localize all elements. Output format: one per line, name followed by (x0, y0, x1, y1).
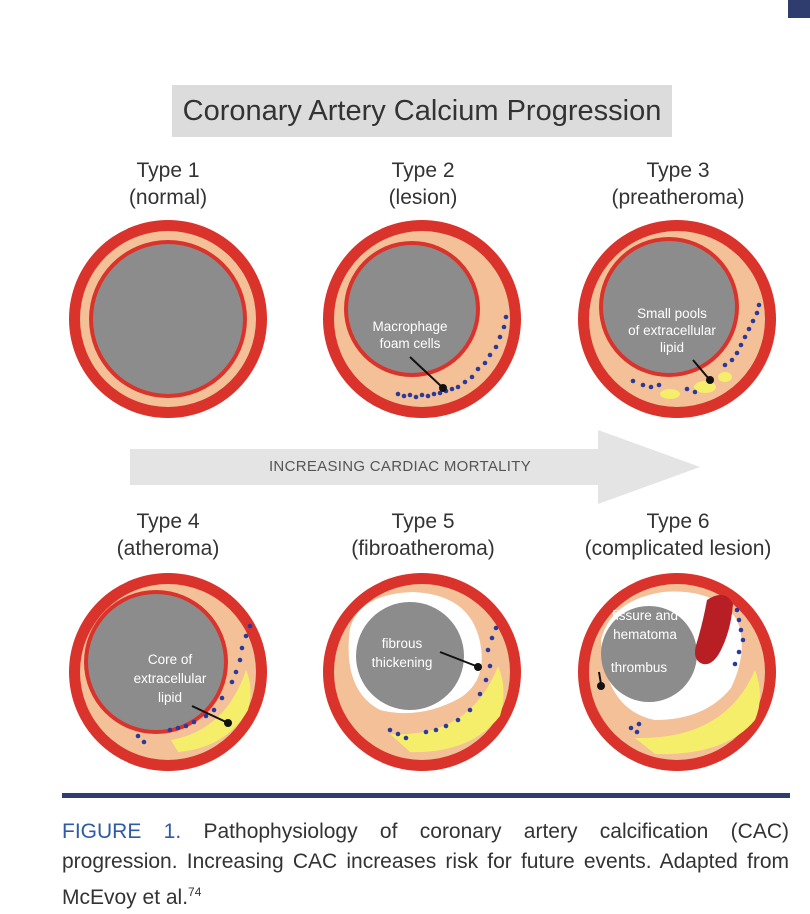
type-5-name: Type 5 (391, 510, 455, 533)
caption-ref: 74 (188, 885, 202, 899)
foam-cells-6 (628, 607, 746, 735)
artery-type-1 (69, 220, 267, 418)
fibrous-label-line-1: fibrous (382, 636, 423, 651)
artery-type-2: Macrophage foam cells (323, 220, 521, 418)
caption-text: Pathophysiology of coronary artery calci… (62, 820, 789, 909)
foam-cells-4 (135, 623, 253, 745)
macrophage-label-line-1: Macrophage (372, 319, 447, 334)
type-6-name: Type 6 (646, 510, 710, 533)
type-2-label: Type 2 (lesion) (303, 157, 543, 211)
hematoma-6 (695, 594, 733, 665)
fissure-label-line-1: fissure and (612, 608, 678, 623)
type-6-desc: (complicated lesion) (584, 537, 772, 560)
core-lipid-label-line-3: lipid (158, 690, 182, 705)
mortality-arrow (130, 430, 700, 504)
fissure-label-line-2: hematoma (613, 627, 677, 642)
type-3-desc: (preatheroma) (611, 186, 745, 209)
macrophage-label-line-2: foam cells (380, 336, 441, 351)
diagram-title: Coronary Artery Calcium Progression (182, 94, 662, 127)
foam-cells-2 (395, 314, 509, 400)
caption-divider (62, 793, 790, 798)
type-4-desc: (atheroma) (116, 537, 220, 560)
type-3-name: Type 3 (646, 159, 710, 182)
figure-caption: FIGURE 1. Pathophysiology of coronary ar… (62, 817, 789, 913)
type-3-label: Type 3 (preatheroma) (558, 157, 798, 211)
diagram-title-box: Coronary Artery Calcium Progression (172, 85, 672, 137)
type-1-desc: (normal) (128, 186, 208, 209)
lipid-core-5 (390, 666, 504, 753)
foam-cells-3 (630, 302, 762, 395)
type-1-name: Type 1 (136, 159, 200, 182)
type-4-label: Type 4 (atheroma) (48, 508, 288, 562)
foam-cells-5 (387, 625, 499, 741)
type-1-label: Type 1 (normal) (48, 157, 288, 211)
lipid-pools-3 (660, 372, 732, 399)
artery-type-6: fissure and hematoma thrombus (578, 573, 776, 771)
type-2-name: Type 2 (391, 159, 455, 182)
small-pools-label-line-3: lipid (660, 340, 684, 355)
thrombus-label: thrombus (611, 660, 668, 675)
artery-type-3: Small pools of extracellular lipid (578, 220, 776, 418)
type-2-desc: (lesion) (388, 186, 458, 209)
fibrous-label-line-2: thickening (372, 655, 433, 670)
type-6-label: Type 6 (complicated lesion) (548, 508, 808, 562)
mortality-arrow-label: INCREASING CARDIAC MORTALITY (268, 458, 532, 475)
type-5-label: Type 5 (fibroatheroma) (303, 508, 543, 562)
type-4-name: Type 4 (136, 510, 200, 533)
corner-tab (788, 0, 810, 18)
artery-type-5: fibrous thickening (323, 573, 521, 771)
artery-type-4: Core of extracellular lipid (69, 573, 267, 771)
lipid-core-6 (635, 670, 760, 755)
type-5-desc: (fibroatheroma) (351, 537, 495, 560)
lipid-core-4 (171, 670, 251, 752)
small-pools-label-line-2: of extracellular (628, 323, 716, 338)
figure-label: FIGURE 1. (62, 820, 182, 843)
small-pools-label-line-1: Small pools (637, 306, 707, 321)
core-lipid-label-line-1: Core of (148, 652, 193, 667)
core-lipid-label-line-2: extracellular (134, 671, 207, 686)
